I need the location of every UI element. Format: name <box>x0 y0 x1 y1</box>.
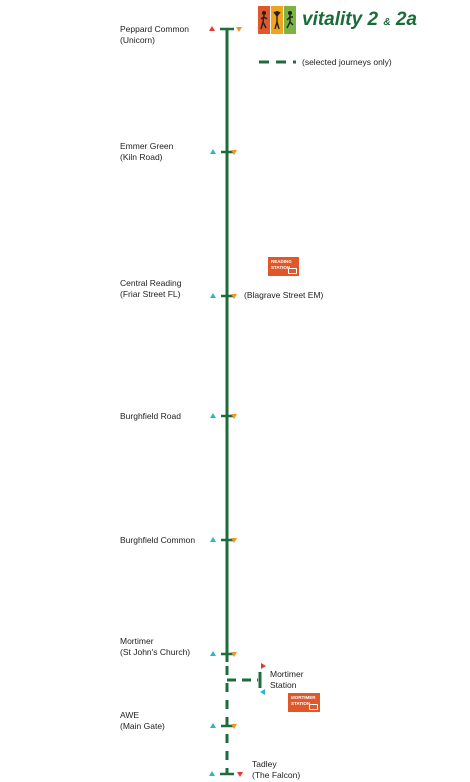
stop-name: Burghfield Road <box>120 411 181 421</box>
down-arrow-icon <box>231 538 237 543</box>
stop-name: Mortimer <box>270 669 304 679</box>
badge-line2: STATION <box>271 264 291 270</box>
up-arrow-icon <box>210 723 216 728</box>
badge-line1: MORTIMER <box>291 695 316 700</box>
down-arrow-icon <box>237 772 243 777</box>
brand-ampersand: & <box>383 17 391 28</box>
up-arrow-icon <box>210 413 216 418</box>
runner-icon <box>260 11 268 30</box>
up-arrow-icon <box>209 771 215 776</box>
kicker-icon <box>286 11 294 29</box>
stop-label-emmer-green: Emmer Green (Kiln Road) <box>120 141 173 163</box>
up-arrow-icon <box>210 651 216 656</box>
up-arrow-icon <box>210 293 216 298</box>
stop-label-mortimer: Mortimer (St John's Church) <box>120 636 190 658</box>
stop-name: AWE <box>120 710 140 720</box>
jumper-icon <box>273 11 281 30</box>
down-arrow-icon <box>236 27 242 32</box>
right-arrow-icon <box>261 663 266 669</box>
logo-tile-yellow <box>271 6 283 34</box>
stop-label-blagrave-street: (Blagrave Street EM) <box>244 290 324 300</box>
route-number-b: 2a <box>395 9 417 30</box>
down-arrow-icon <box>231 724 237 729</box>
logo-tile-green <box>284 6 296 34</box>
stop-label-mortimer-station: Mortimer Station <box>270 669 304 691</box>
rail-icon <box>288 268 297 274</box>
badge-line1: READING <box>271 259 292 264</box>
stop-name: Emmer Green <box>120 141 174 151</box>
stop-detail: (St John's Church) <box>120 647 191 657</box>
stop-label-awe: AWE (Main Gate) <box>120 710 165 732</box>
down-arrow-icon <box>231 150 237 155</box>
stop-detail: (Main Gate) <box>120 721 165 731</box>
stop-name: Peppard Common <box>120 24 189 34</box>
stop-name: Central Reading <box>120 278 182 288</box>
badge-line2: STATION <box>291 700 311 706</box>
stop-label-central-reading: Central Reading (Friar Street FL) <box>120 278 181 300</box>
rail-icon <box>309 704 318 710</box>
up-arrow-icon <box>209 26 215 31</box>
mortimer-station-badge: MORTIMER STATION <box>288 693 320 712</box>
stop-detail: (Kiln Road) <box>120 152 163 162</box>
route-number-a: 2 <box>367 9 379 30</box>
stop-detail: (The Falcon) <box>252 770 301 780</box>
logo-tile-orange <box>258 6 270 34</box>
up-arrow-icon <box>210 537 216 542</box>
stop-label-tadley: Tadley (The Falcon) <box>252 759 300 781</box>
brand-name: vitality <box>302 9 363 30</box>
reading-station-badge: READING STATION <box>268 257 299 276</box>
brand-title: vitality 2 & 2a <box>302 9 417 31</box>
stop-name: Burghfield Common <box>120 535 196 545</box>
stop-name: Mortimer <box>120 636 154 646</box>
down-arrow-icon <box>231 652 237 657</box>
up-arrow-icon <box>210 149 216 154</box>
down-arrow-icon <box>231 414 237 419</box>
stop-label-burghfield-road: Burghfield Road <box>120 411 181 422</box>
stop-name: Tadley <box>252 759 277 769</box>
stop-detail: (Friar Street FL) <box>120 289 181 299</box>
stop-detail: Station <box>270 680 297 690</box>
down-arrow-icon <box>231 294 237 299</box>
stop-label-burghfield-common: Burghfield Common <box>120 535 195 546</box>
left-arrow-icon <box>260 689 265 695</box>
legend-label: (selected journeys only) <box>302 57 392 67</box>
stop-detail: (Unicorn) <box>120 35 155 45</box>
stop-label-peppard-common: Peppard Common (Unicorn) <box>120 24 189 46</box>
